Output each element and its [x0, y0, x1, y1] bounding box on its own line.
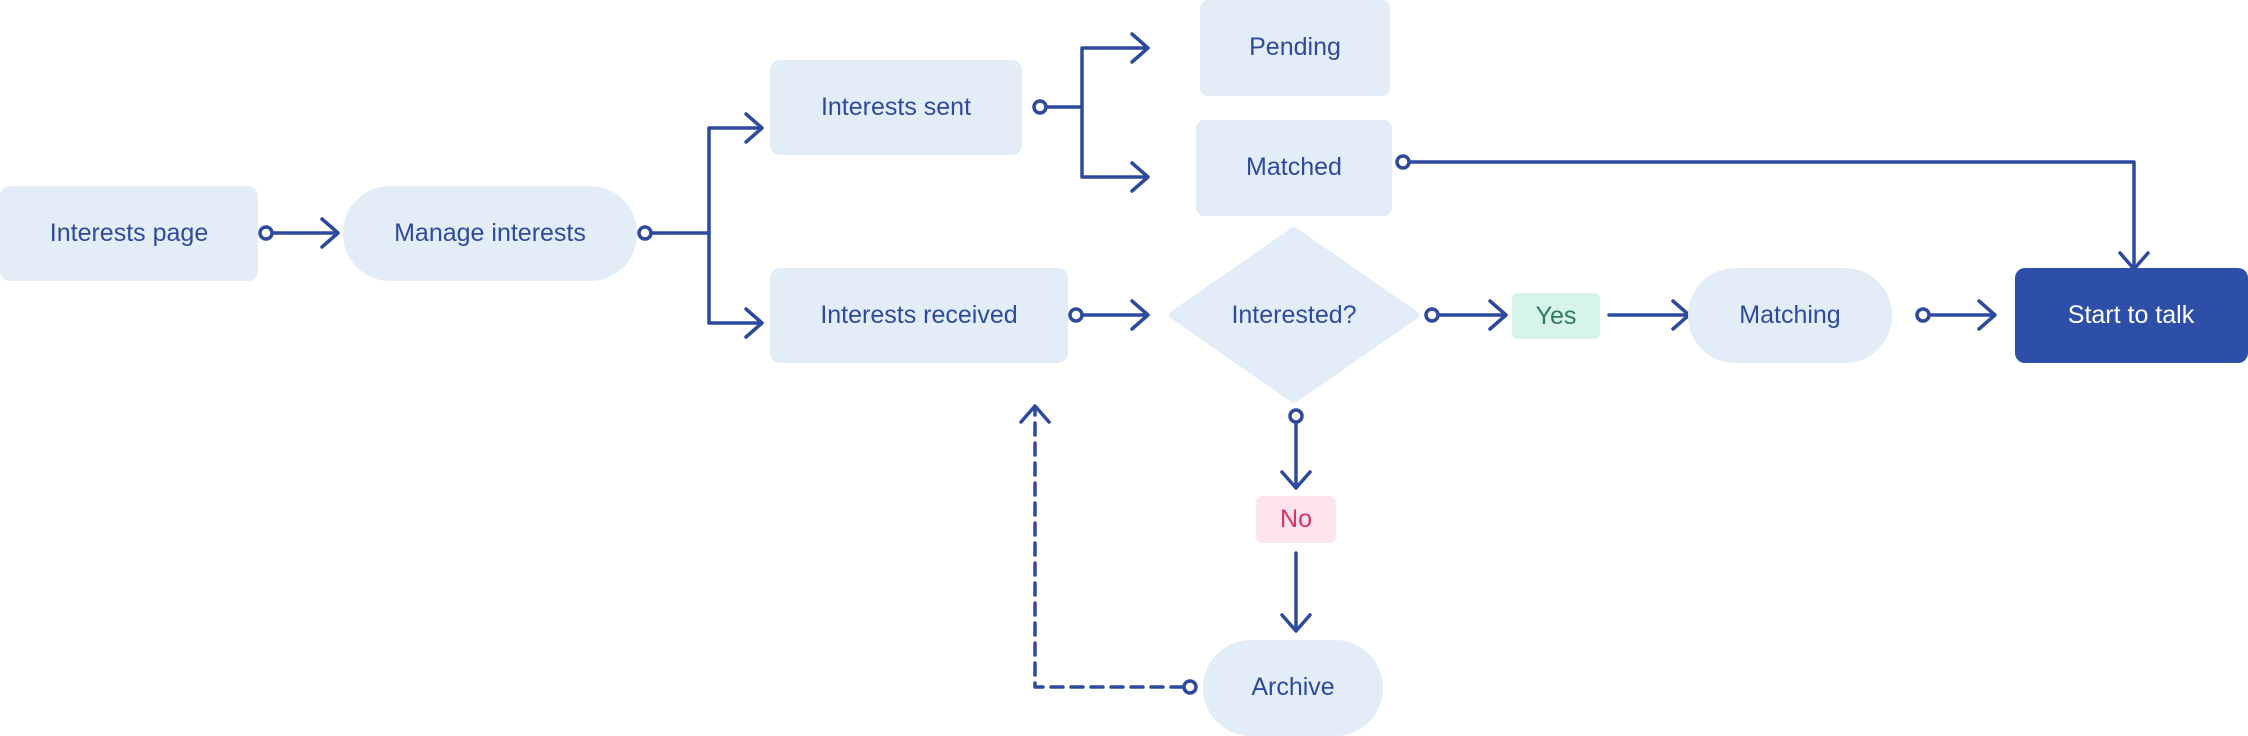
- label-no-text: No: [1280, 505, 1312, 533]
- ports: [258, 99, 1931, 695]
- node-archive-label: Archive: [1251, 673, 1334, 701]
- node-pending-label: Pending: [1249, 33, 1341, 61]
- arrowhead-manage: [320, 217, 340, 249]
- port-interested-bottom: [1288, 408, 1304, 424]
- label-yes-text: Yes: [1536, 302, 1577, 330]
- arrowhead-start-to-talk: [1977, 299, 1997, 331]
- node-archive[interactable]: Archive: [1203, 640, 1383, 736]
- connectors: [264, 32, 2150, 689]
- node-start-to-talk[interactable]: Start to talk: [2015, 268, 2248, 363]
- arrowhead-interested: [1130, 299, 1150, 331]
- port-interests-sent-out: [1032, 99, 1048, 115]
- connector-manage-branch: [643, 126, 762, 325]
- arrowhead-archive: [1280, 613, 1312, 633]
- node-pending[interactable]: Pending: [1200, 0, 1390, 96]
- label-yes: Yes: [1512, 293, 1600, 339]
- arrowhead-yes: [1488, 299, 1508, 331]
- port-matched-out: [1395, 154, 1411, 170]
- port-matching-out: [1915, 307, 1931, 323]
- arrowhead-interests-sent: [744, 112, 764, 144]
- node-matching[interactable]: Matching: [1688, 268, 1892, 363]
- connector-matched-to-talk: [1401, 160, 2136, 269]
- port-interests-received-out: [1068, 307, 1084, 323]
- arrowhead-no: [1280, 470, 1312, 490]
- node-interested-label: Interested?: [1231, 301, 1356, 329]
- node-matched-label: Matched: [1246, 153, 1342, 181]
- arrowhead-received-return: [1019, 404, 1051, 424]
- node-manage-interests[interactable]: Manage interests: [343, 186, 637, 281]
- node-interests-page[interactable]: Interests page: [0, 186, 258, 281]
- port-archive-out: [1182, 679, 1198, 695]
- connector-sent-branch: [1038, 46, 1148, 179]
- node-matching-label: Matching: [1739, 301, 1840, 329]
- arrowhead-pending: [1130, 32, 1150, 64]
- arrowhead-interests-received: [744, 307, 764, 339]
- arrowhead-matched: [1130, 161, 1150, 193]
- port-interests-page-out: [258, 225, 274, 241]
- node-manage-interests-label: Manage interests: [394, 219, 586, 247]
- connector-archive-to-received: [1033, 408, 1185, 689]
- node-start-to-talk-label: Start to talk: [2068, 301, 2195, 329]
- node-interested-decision[interactable]: Interested?: [1169, 227, 1419, 403]
- node-interests-sent[interactable]: Interests sent: [770, 60, 1022, 155]
- node-interests-received-label: Interests received: [820, 301, 1017, 329]
- label-no: No: [1256, 496, 1336, 543]
- node-matched[interactable]: Matched: [1196, 120, 1392, 216]
- node-interests-sent-label: Interests sent: [821, 93, 971, 121]
- port-interested-right: [1424, 307, 1440, 323]
- node-interests-page-label: Interests page: [50, 219, 208, 247]
- node-interests-received[interactable]: Interests received: [770, 268, 1068, 363]
- port-manage-interests-out: [637, 225, 653, 241]
